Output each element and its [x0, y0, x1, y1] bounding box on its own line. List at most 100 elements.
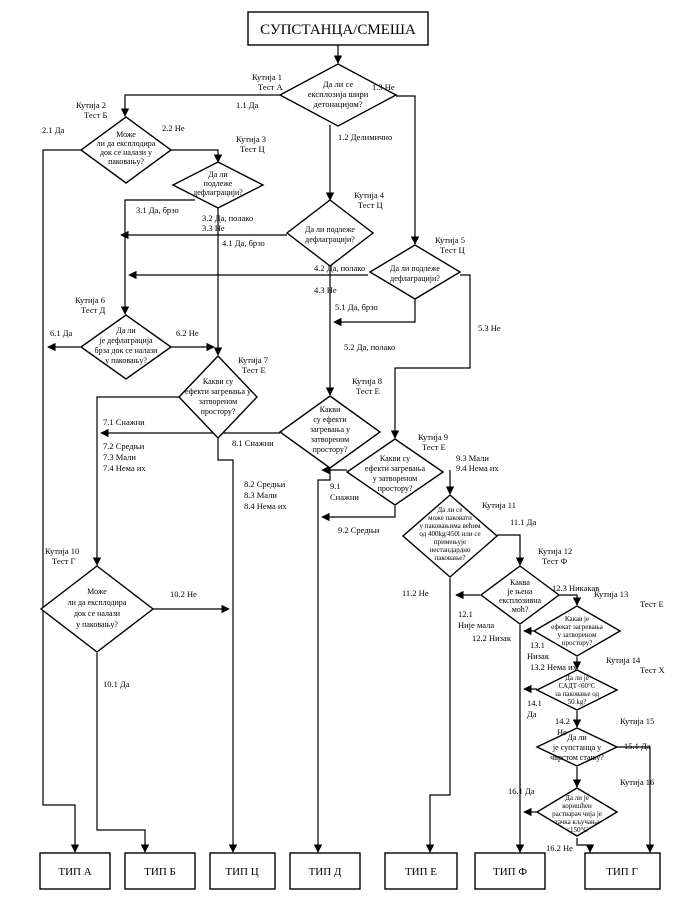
decision-b5 [368, 244, 462, 300]
b7-name: Кутија 7 [238, 355, 268, 365]
edge-label-9-1b: Снажни [330, 492, 359, 502]
edge-label-9-4: 9.4 Нема их [456, 463, 499, 473]
edge-5-3 [390, 274, 471, 439]
b10-question-1: Може [87, 587, 107, 596]
type-f-box [474, 852, 546, 890]
b1-question-2: експлозија шири [308, 89, 369, 99]
b13-question-2: ефекат загревања [551, 623, 604, 631]
edge-1-3 [396, 95, 420, 245]
b7-question-3: затвореном [199, 397, 237, 406]
b8-question-4: затвореном [311, 435, 349, 444]
type-g-box [584, 852, 661, 890]
b2-name: Кутија 2 [76, 100, 106, 110]
b8-question-2: су ефекти [313, 415, 347, 424]
b11-question-7: паковање? [435, 554, 466, 562]
b9-name: Кутија 9 [418, 432, 448, 442]
b8-test: Тест Е [356, 386, 380, 396]
b5-question-2: дефлаграцији? [390, 274, 440, 283]
b8-name: Кутија 8 [352, 376, 382, 386]
b1-name: Кутија 1 [252, 72, 282, 82]
edge-label-1-1: 1.1 Да [236, 100, 259, 110]
edge-7-4 [217, 438, 238, 853]
edge-label-9-2: 9.2 Средњи [338, 525, 380, 535]
edge-2-2 [171, 149, 223, 163]
type-d-label: ТИП Д [309, 866, 342, 878]
edge-label-2-2: 2.2 Не [162, 123, 185, 133]
b14-question-3: за паковање од [555, 690, 600, 698]
decision-b14 [535, 669, 619, 711]
edge-label-8-4: 8.4 Нема их [244, 501, 287, 511]
type-c-label: ТИП Ц [225, 866, 258, 878]
edge-label-16-2: 16.2 Не [546, 843, 573, 853]
b14-question-1: Да ли је [565, 674, 589, 682]
b10-question-4: у паковању? [76, 620, 118, 629]
b16-question-3: растварач чија је [552, 810, 602, 818]
b9-test: Тест Е [422, 442, 446, 452]
edge-11-2 [425, 578, 451, 853]
b16-question-2: коришћен [562, 802, 592, 810]
b13-name: Кутија 13 [594, 589, 628, 599]
b15-question-1: Да ли [567, 733, 587, 742]
edge-label-3-3: 3.3 Не [202, 223, 225, 233]
b3-question-3: дефлаграцији? [193, 188, 243, 197]
b13-question-4: простору? [562, 639, 593, 647]
edge-2-1 [42, 149, 81, 853]
type-b-label: ТИП Б [144, 866, 176, 878]
edge-label-16-1: 16.1 Да [508, 786, 535, 796]
b8-question-5: простору? [313, 445, 348, 454]
edge-label-10-1: 10.1 Да [103, 679, 130, 689]
edge-16-2 [576, 838, 595, 853]
shapes [39, 11, 661, 890]
labels: СУПСТАНЦА/СМЕША Кутија 1 Тест А Кутија 2… [42, 22, 665, 878]
b2-question-1: Може [116, 130, 136, 139]
b14-question-4: 50 kg? [568, 698, 587, 706]
edge-label-12-3: 12.3 Никакав [552, 583, 599, 593]
edge-label-13-1b: Низак [527, 651, 550, 661]
b14-question-2: САДТ<60°С [559, 682, 596, 690]
edge-label-6-2: 6.2 Не [176, 328, 199, 338]
b11-question-4: од 400kg/450l или се [419, 530, 480, 538]
b2-test: Тест Б [84, 110, 107, 120]
b15-question-2: је супстанца у [552, 743, 601, 752]
b14-name: Кутија 14 [606, 655, 641, 665]
b10-question-3: док се налази [74, 609, 121, 618]
edge-5-1 [333, 298, 416, 327]
type-d-box [289, 852, 361, 890]
b8-question-3: загревања у [310, 425, 350, 434]
edge-label-5-3: 5.3 Не [478, 323, 501, 333]
decision-b2 [79, 116, 173, 184]
b6-question-3: брза док се налази [95, 346, 159, 355]
decision-b11 [401, 494, 499, 578]
type-b-box [124, 852, 196, 890]
b9-question-3: у затвореном [373, 474, 417, 483]
b2-question-2: ли да експлодира [97, 139, 156, 148]
edge-label-12-2: 12.2 Низак [472, 633, 512, 643]
edge-label-14-2b: Не [557, 727, 567, 737]
decision-b10 [39, 565, 155, 653]
edge-11-1 [497, 534, 525, 566]
decision-b16 [535, 787, 619, 837]
b13-test: Тест Е [640, 599, 664, 609]
edge-label-14-1b: Да [527, 709, 537, 719]
edge-label-11-2: 11.2 Не [402, 588, 429, 598]
b6-test: Тест Д [81, 305, 105, 315]
edge-label-4-3: 4.3 Не [314, 285, 337, 295]
edge-label-7-4: 7.4 Нема их [103, 463, 146, 473]
edge-label-2-1: 2.1 Да [42, 125, 65, 135]
edge-label-7-1: 7.1 Снажни [103, 417, 145, 427]
type-e-label: ТИП Е [405, 866, 437, 878]
b16-question-5: <150°С [566, 826, 588, 834]
edge-label-14-2a: 14.2 [555, 716, 570, 726]
b11-question-3: у паковањима већим [419, 522, 481, 530]
b3-name: Кутија 3 [236, 134, 266, 144]
b3-question-2: подлеже [204, 179, 233, 188]
b11-name: Кутија 11 [482, 500, 516, 510]
b11-question-5: примењује [434, 538, 466, 546]
b7-question-4: простору? [201, 407, 236, 416]
edge-label-4-2: 4.2 Да, полако [314, 263, 365, 273]
b11-question-1: Да ли се [438, 506, 463, 514]
edge-label-4-1: 4.1 Да, брзо [222, 238, 265, 248]
decision-b7 [178, 354, 258, 440]
b16-question-1: Да ли је [565, 794, 589, 802]
